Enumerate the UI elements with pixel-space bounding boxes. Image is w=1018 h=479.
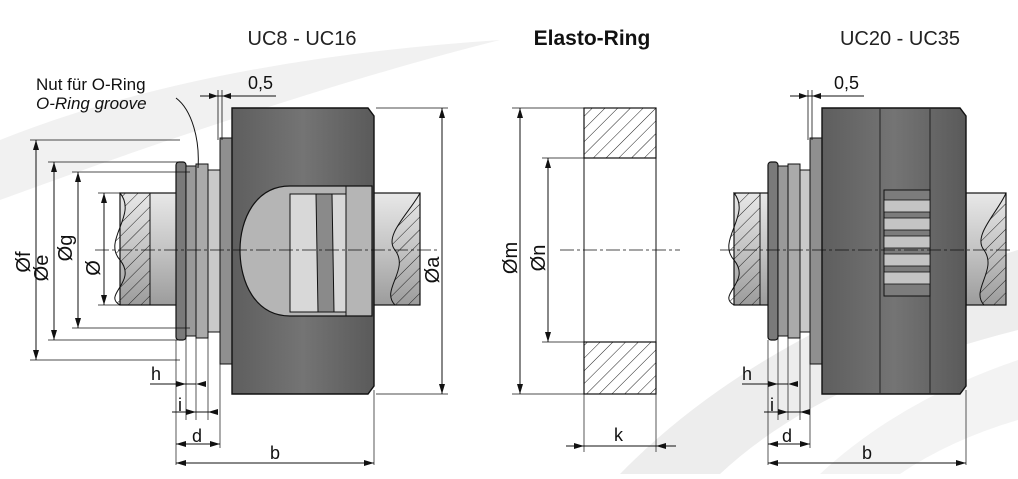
right-bottom-dims (742, 336, 967, 466)
right-coupling (728, 107, 1007, 395)
ring-top-section (583, 107, 657, 159)
heading-right: UC20 - UC35 (840, 28, 960, 50)
dim-shaft-label: Ø (83, 260, 105, 276)
dim-m-label: Øm (500, 242, 522, 274)
dim-i-label-right: i (770, 395, 774, 415)
dim-d-label-left: d (192, 426, 202, 446)
flange-outer (175, 161, 187, 341)
dim-h-label-left: h (151, 364, 161, 384)
hub-collar (219, 137, 233, 365)
dim-n-label: Øn (528, 245, 550, 272)
right-left-shaft-break (728, 192, 761, 306)
right-shaft-break (390, 192, 421, 306)
dim-a-label: Øa (422, 256, 444, 284)
clamp-ring (207, 169, 221, 333)
groove (185, 165, 197, 337)
left-diameter-dims (30, 139, 190, 361)
dim-h-label-right: h (742, 364, 752, 384)
dim-f-label: Øf (13, 251, 35, 273)
elasto-ring (583, 107, 657, 395)
right-offset-label: 0,5 (834, 73, 859, 93)
dim-g-label: Øg (55, 235, 77, 262)
left-coupling (114, 107, 421, 395)
dim-k-label: k (614, 425, 624, 445)
insert-spring (315, 193, 335, 313)
left-shaft-break (114, 192, 151, 306)
dim-e-label: Øe (31, 255, 53, 282)
groove-label-en: O-Ring groove (36, 94, 147, 113)
dim-d-label-right: d (782, 426, 792, 446)
groove-label-de: Nut für O-Ring (36, 75, 146, 94)
left-bottom-dims (150, 336, 375, 466)
groove-leader (175, 97, 199, 169)
heading-left: UC8 - UC16 (248, 28, 357, 50)
flange-inner (195, 163, 209, 339)
dim-b-label-right: b (862, 443, 872, 463)
heading-center: Elasto-Ring (534, 27, 651, 50)
left-offset-label: 0,5 (248, 73, 273, 93)
dim-i-label-left: i (178, 395, 182, 415)
ring-bottom-section (583, 341, 657, 395)
dim-b-label-left: b (270, 443, 280, 463)
